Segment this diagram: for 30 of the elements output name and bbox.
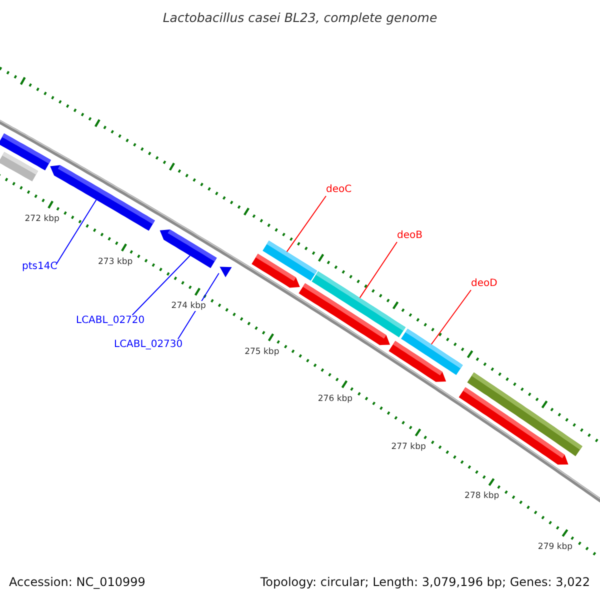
gene-feature	[262, 240, 318, 281]
gene-label: pts14C	[22, 261, 58, 273]
gene-marker	[220, 266, 232, 278]
scale-label: 278 kbp	[464, 491, 500, 502]
scale-label: 275 kbp	[244, 346, 280, 357]
scale-label: 279 kbp	[538, 542, 573, 552]
accession-text: Accession: NC_010999	[9, 575, 146, 589]
gene-feature	[312, 271, 406, 338]
gene-label: deoD	[471, 278, 498, 290]
leader-line	[178, 272, 220, 340]
leader-line	[132, 255, 190, 316]
leader-line	[56, 199, 97, 266]
gene-label: deoC	[326, 184, 352, 196]
gene-label: LCABL_02720	[76, 315, 145, 327]
gene-feature	[401, 328, 463, 375]
scale-label: 277 kbp	[391, 442, 426, 452]
gene-label: deoB	[397, 230, 422, 242]
leader-line	[286, 196, 326, 252]
gene-feature	[160, 230, 217, 268]
scale-label: 272 kbp	[24, 214, 60, 224]
gene-label: LCABL_02730	[114, 339, 183, 351]
leader-line	[359, 242, 398, 298]
gene-feature	[467, 372, 582, 456]
scale-label: 274 kbp	[171, 301, 206, 312]
genome-info-text: Topology: circular; Length: 3,079,196 bp; Genes: 3,022	[260, 575, 590, 589]
diagram-title: Lactobacillus casei BL23, complete genome	[162, 10, 438, 25]
gene-feature	[0, 133, 51, 170]
scale-label: 273 kbp	[98, 257, 133, 268]
scale-label: 276 kbp	[318, 394, 353, 404]
leader-line	[430, 290, 472, 345]
